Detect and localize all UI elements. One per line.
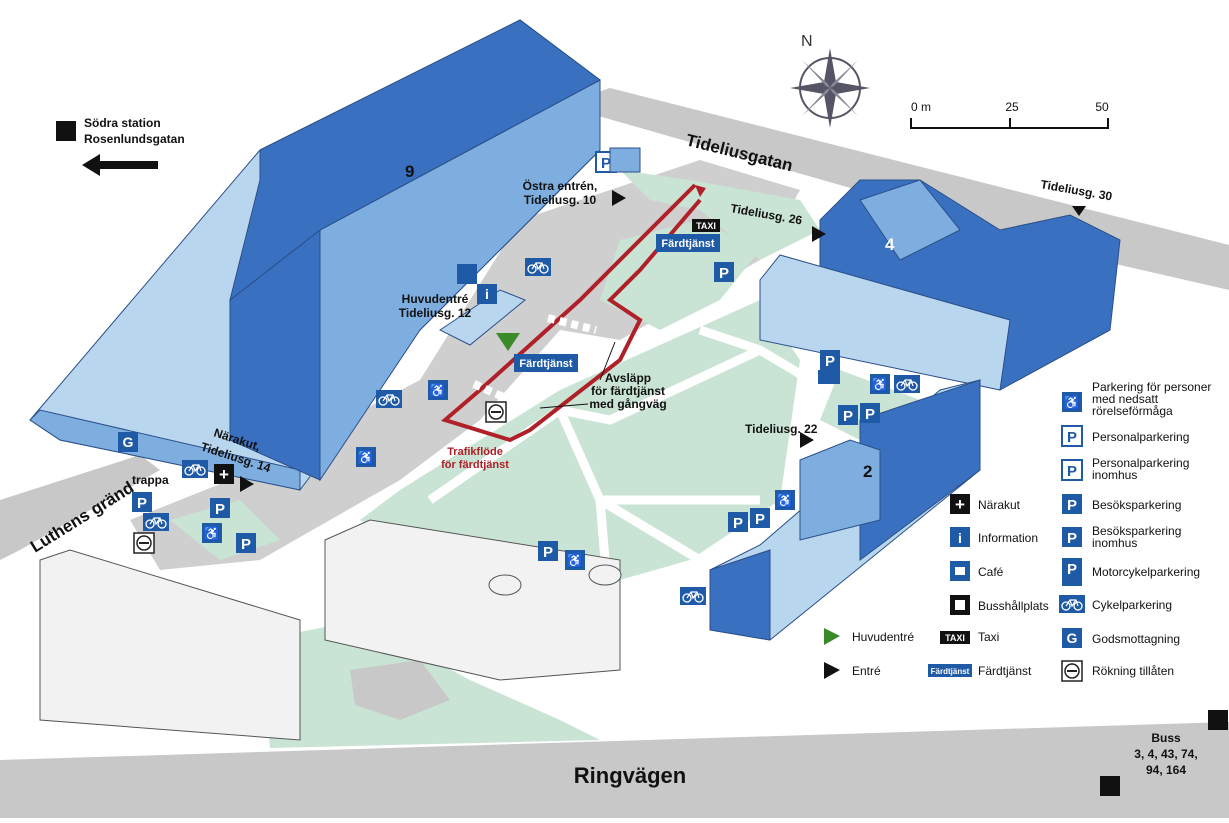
ostra-entren-label-1: Östra entrén,: [523, 178, 598, 193]
building-2-number: 2: [863, 462, 872, 481]
map-taxi-badge: TAXI: [696, 221, 716, 231]
legend-besok-in-1: Besöksparkering: [1092, 524, 1181, 538]
scale-tick-50: 50: [1095, 100, 1109, 114]
legend-handikapp-1: Parkering för personer: [1092, 380, 1211, 394]
legend-huvudentre: Huvudentré: [852, 630, 914, 644]
legend-cafe: Café: [978, 565, 1004, 579]
compass-north-label: N: [801, 33, 813, 50]
fardtjanst-route: [440, 183, 702, 443]
legend-cykel: Cykelparkering: [1092, 598, 1172, 612]
tideliusg-30-label: Tideliusg. 30: [1039, 177, 1113, 203]
station-label-1: Södra station: [84, 116, 161, 130]
building-4-number: 4: [885, 235, 895, 254]
buss-label-line1: 3, 4, 43, 74,: [1134, 747, 1197, 761]
narakut-entrance-marker: [240, 476, 254, 492]
buss-label-line2: 94, 164: [1146, 763, 1186, 777]
legend-information: Information: [978, 531, 1038, 545]
legend-gods: Godsmottagning: [1092, 632, 1180, 646]
trafikflode-label-2: för färdtjänst: [441, 459, 509, 471]
map-fardtjanst-badge-1: Färdtjänst: [661, 238, 715, 250]
legend-personal: Personalparkering: [1092, 430, 1189, 444]
roundabout-island: [350, 660, 450, 720]
white-building-left: [39, 549, 301, 741]
crosswalk-1: [547, 314, 597, 334]
compass-rose: N: [790, 33, 870, 128]
svg-text:+: +: [219, 465, 229, 484]
avslapp-label-3: med gångväg: [589, 397, 666, 411]
legend-busshallplats: Busshållplats: [978, 599, 1049, 613]
scale-bar: 0 m 25 50: [910, 100, 1109, 129]
ringvagen-label: Ringvägen: [574, 763, 686, 788]
legend-entre: Entré: [852, 664, 881, 678]
trappa-label: trappa: [132, 473, 169, 487]
crosswalk-2: [472, 380, 530, 412]
building-9-tower-top: [229, 19, 601, 302]
buss-label-title: Buss: [1151, 731, 1181, 745]
svg-text:G: G: [1067, 630, 1078, 646]
trafikflode-label-1: Trafikflöde: [447, 446, 503, 458]
legend: + Närakut i Information Café Busshållpla…: [824, 380, 1211, 682]
legend-fardtjanst-badge: Färdtjänst: [931, 667, 970, 676]
legend-personal-in-1: Personalparkering: [1092, 456, 1189, 470]
building-9-number: 9: [405, 162, 414, 181]
svg-text:+: +: [955, 495, 965, 514]
legend-taxi: Taxi: [978, 630, 999, 644]
station-label-2: Rosenlundsgatan: [84, 132, 185, 146]
legend-besok-in-2: inomhus: [1092, 536, 1137, 550]
station-arrow: [82, 154, 158, 176]
footpaths: [427, 325, 813, 621]
east-entrance-marker: [612, 190, 626, 206]
legend-handikapp-3: rörelseförmåga: [1092, 404, 1173, 418]
tideliusg-22-label: Tideliusg. 22: [745, 422, 818, 436]
map-fardtjanst-badge-2: Färdtjänst: [519, 358, 573, 370]
avslapp-label-2: för färdtjänst: [591, 384, 665, 398]
legend-taxi-badge: TAXI: [945, 633, 965, 643]
legend-motorcykel: Motorcykelparkering: [1092, 565, 1200, 579]
main-entrance-marker: [496, 333, 520, 351]
legend-handikapp-2: med nedsatt: [1092, 392, 1159, 406]
scale-tick-0: 0 m: [911, 100, 931, 114]
legend-fardtjanst: Färdtjänst: [978, 664, 1032, 678]
svg-text:G: G: [123, 434, 134, 450]
legend-besok: Besöksparkering: [1092, 498, 1181, 512]
building-4-wing: [759, 254, 1011, 391]
svg-text:i: i: [958, 530, 962, 546]
ringvagen-road: [0, 722, 1229, 818]
huvudentre-label-2: Tideliusg. 12: [399, 306, 472, 320]
avslapp-label-1: Avsläpp: [605, 371, 651, 385]
ostra-entren-label-2: Tideliusg. 10: [524, 193, 597, 207]
legend-narakut: Närakut: [978, 498, 1021, 512]
huvudentre-label-1: Huvudentré: [402, 292, 469, 306]
svg-text:i: i: [485, 286, 489, 302]
legend-personal-in-2: inomhus: [1092, 468, 1137, 482]
scale-tick-25: 25: [1005, 100, 1019, 114]
legend-rokning: Rökning tillåten: [1092, 664, 1174, 678]
